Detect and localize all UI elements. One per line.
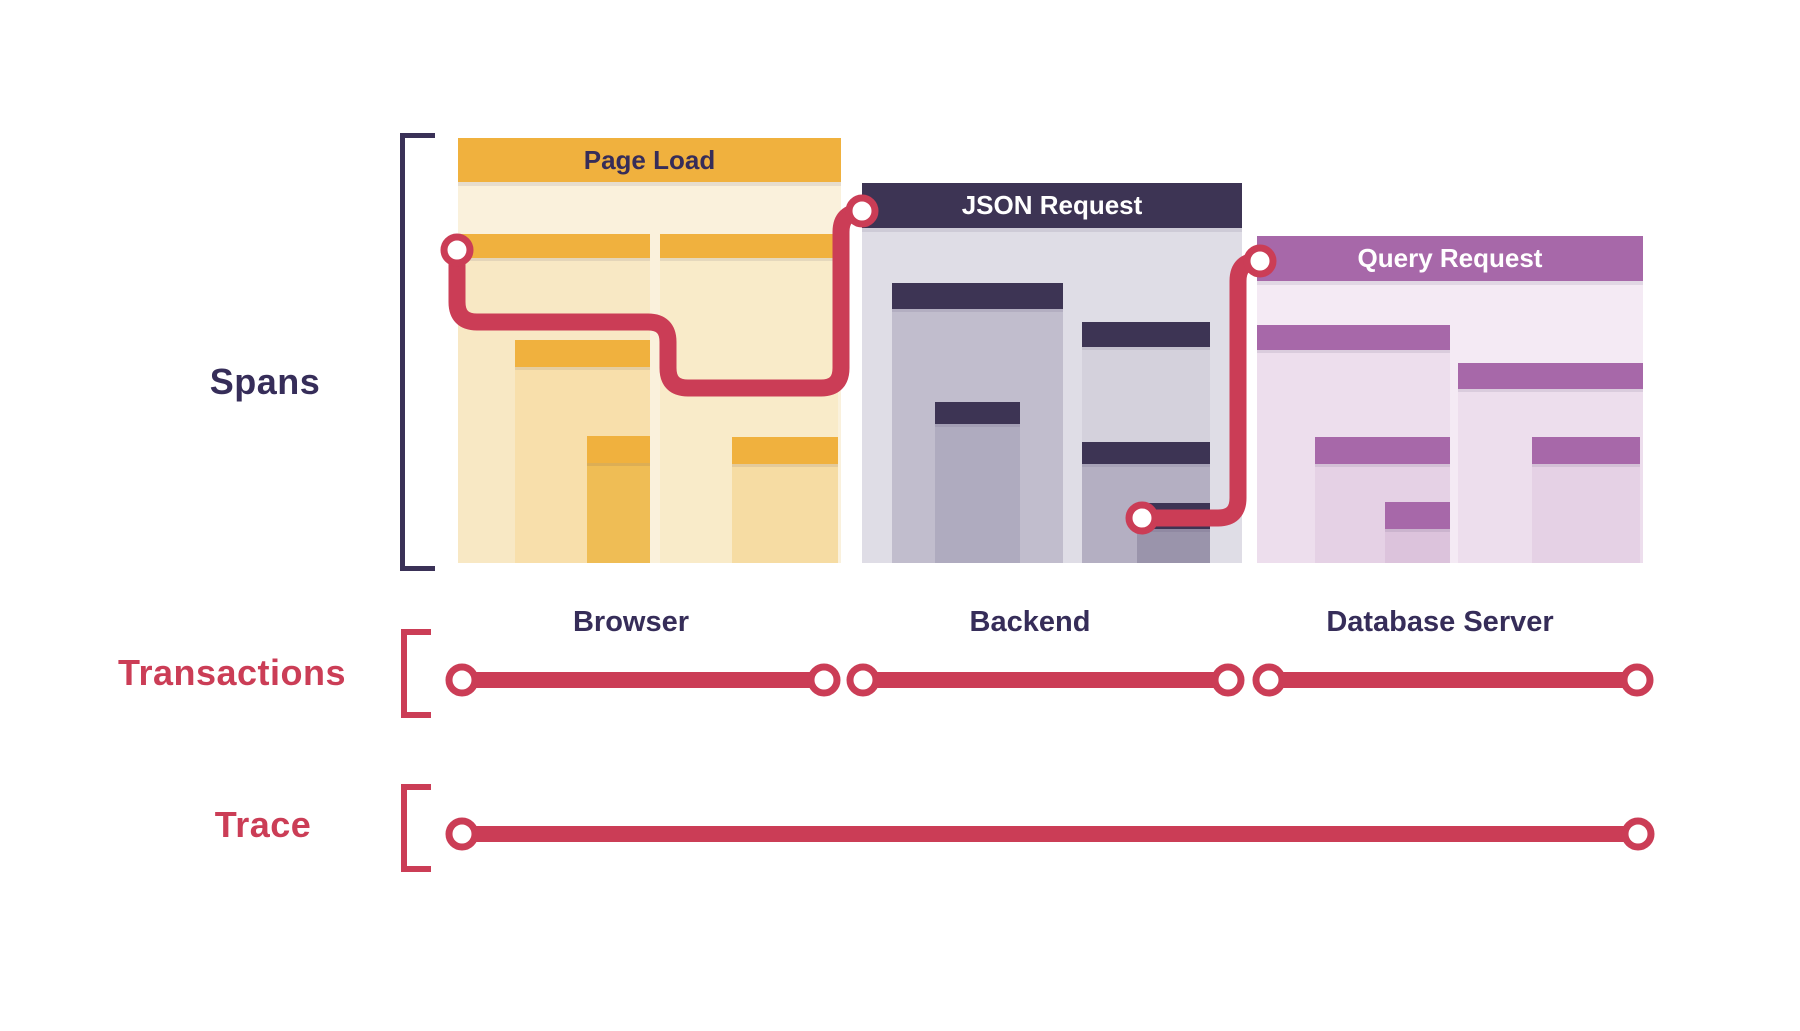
card-title-text: Page Load <box>583 144 716 175</box>
span-connector-node <box>1125 501 1159 535</box>
span-header-bar <box>1082 442 1210 464</box>
span-connector-node <box>440 233 474 267</box>
transaction-endpoint-node <box>1620 663 1654 697</box>
transaction-endpoint-node <box>1252 663 1286 697</box>
transaction-endpoint-node <box>1211 663 1245 697</box>
trace-bracket <box>401 784 431 872</box>
query-request-card-title: Query Request <box>1257 236 1643 281</box>
trace-endpoint-node <box>445 817 479 851</box>
json-request-card: JSON Request <box>862 183 1242 563</box>
query-request-card: Query Request <box>1257 236 1643 563</box>
browser-caption: Browser <box>572 606 690 638</box>
span-header-bar <box>1458 363 1643 389</box>
card-title-text: Query Request <box>1357 243 1543 273</box>
spans-row-label: Spans <box>209 361 321 402</box>
span-header-bar <box>1532 437 1640 464</box>
span-block <box>1385 502 1450 563</box>
span-header-bar <box>515 340 650 367</box>
span-block <box>587 436 650 563</box>
span-header-bar <box>1315 437 1450 464</box>
span-connector-node <box>1243 244 1277 278</box>
card-title-text: JSON Request <box>961 190 1143 220</box>
database-server-caption: Database Server <box>1326 606 1554 638</box>
trace-route-backend-to-database <box>1142 252 1259 527</box>
transaction-endpoint-node <box>445 663 479 697</box>
span-header-bar <box>892 283 1063 309</box>
transaction-endpoint-node <box>846 663 880 697</box>
span-header-bar <box>587 436 650 463</box>
transaction-endpoint-node <box>807 663 841 697</box>
span-block <box>732 437 838 563</box>
page-load-card: Page Load <box>458 138 841 563</box>
trace-endpoint-node <box>1621 817 1655 851</box>
json-request-card-title: JSON Request <box>862 183 1242 228</box>
span-header-bar <box>660 234 838 258</box>
page-load-card-title: Page Load <box>458 138 841 182</box>
backend-caption: Backend <box>969 606 1091 638</box>
span-header-bar <box>1385 502 1450 529</box>
trace-route-browser-to-backend <box>448 203 862 397</box>
span-connector-node <box>845 194 879 228</box>
span-header-bar <box>1257 325 1450 350</box>
span-block <box>1532 437 1640 563</box>
span-header-bar <box>458 234 650 258</box>
span-header-bar <box>935 402 1020 424</box>
span-header-bar <box>732 437 838 464</box>
spans-bracket <box>400 133 435 571</box>
transactions-row-label: Transactions <box>117 652 347 693</box>
span-block <box>935 402 1020 563</box>
trace-row-label: Trace <box>214 804 312 845</box>
span-header-bar <box>1082 322 1210 347</box>
transactions-bracket <box>401 629 431 718</box>
